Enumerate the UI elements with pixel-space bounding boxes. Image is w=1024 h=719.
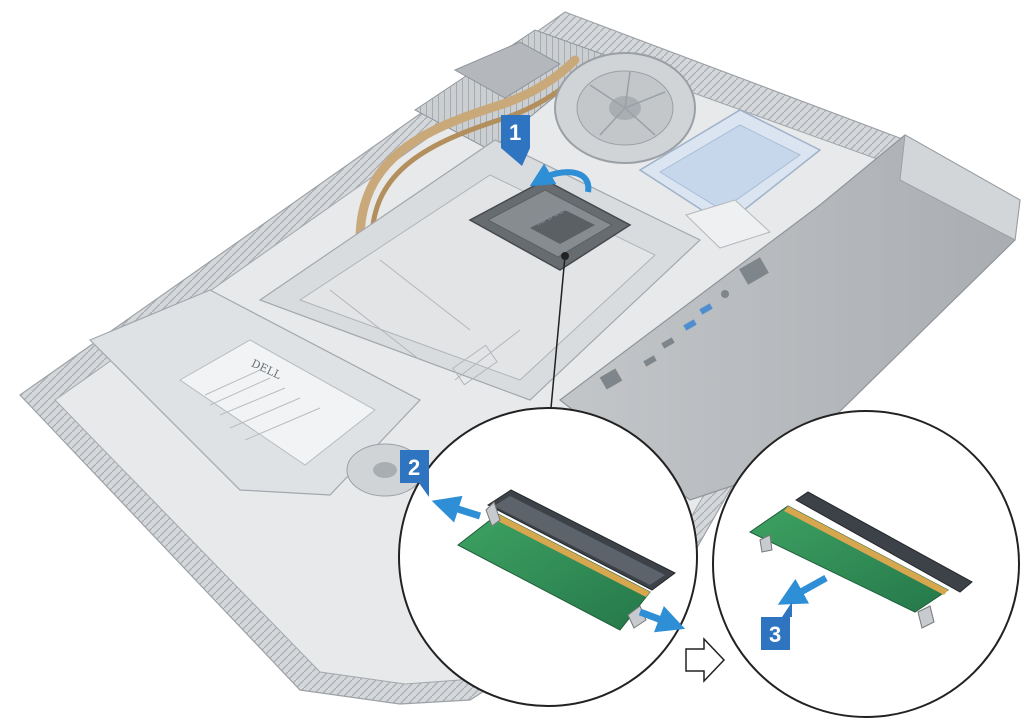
lift-arrow-icon bbox=[777, 574, 828, 605]
heat-pipe bbox=[355, 55, 580, 245]
pull-arrow-icon-right bbox=[638, 605, 686, 633]
step-3-label: 3 bbox=[769, 622, 781, 647]
io-ports bbox=[599, 257, 769, 390]
inset-step-3: 3 bbox=[712, 410, 1020, 718]
step-2-label: 2 bbox=[408, 455, 420, 480]
leader-line bbox=[550, 255, 566, 409]
inset-step-2: 2 bbox=[398, 407, 698, 707]
next-step-arrow-icon bbox=[685, 637, 726, 683]
hard-drive bbox=[638, 109, 822, 249]
rear-io-stand bbox=[559, 134, 1021, 501]
rotate-arrow-icon bbox=[529, 163, 592, 193]
step-1-label: 1 bbox=[509, 120, 521, 145]
pull-arrow-icon bbox=[431, 495, 482, 523]
step-2-badge bbox=[400, 450, 429, 483]
step-1-callout: 1 bbox=[501, 115, 592, 193]
step-1-badge bbox=[501, 115, 530, 148]
power-supply-unit: DELL bbox=[88, 289, 421, 496]
system-fan bbox=[554, 52, 696, 164]
step-3-badge bbox=[761, 617, 790, 650]
heatsink-assembly bbox=[355, 29, 606, 245]
memory-module-shield: INFO DOOR bbox=[468, 179, 632, 271]
